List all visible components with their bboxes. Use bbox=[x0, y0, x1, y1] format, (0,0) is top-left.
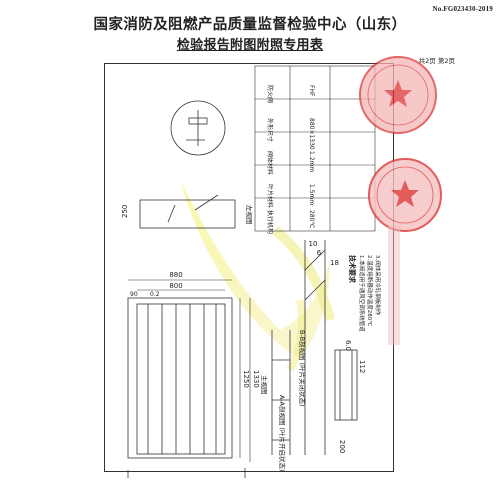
section-b-b bbox=[304, 240, 326, 455]
dim-width-880: 880 bbox=[169, 271, 182, 279]
spec-row-1-name: 防火阀 bbox=[266, 85, 274, 103]
detail-circle bbox=[170, 100, 226, 156]
dim-112: 112 bbox=[358, 360, 366, 373]
dim-10: 10 bbox=[309, 240, 318, 248]
spec-row-5-name: 执行机构 bbox=[266, 210, 274, 234]
section-a-a bbox=[271, 330, 291, 455]
dim-200: 200 bbox=[338, 440, 346, 453]
perforation-seal bbox=[388, 225, 400, 345]
dim-height-250: 250 bbox=[121, 205, 129, 218]
note-line-2: 2.温度熔断器动作温度280℃ bbox=[366, 255, 374, 326]
view-label-left: 左视图 bbox=[245, 205, 254, 225]
spec-row-3-name: 阀体材料 bbox=[266, 151, 274, 175]
watermark-logo bbox=[180, 180, 335, 372]
spec-table-rows: 防火阀 FHF 外形尺寸 880×1330 阀体材料 1.2mm 叶片材料 1.… bbox=[266, 85, 315, 234]
spec-row-3-value: 1.2mm bbox=[308, 151, 315, 172]
main-view-dimensions bbox=[128, 279, 251, 462]
page-count: 共2页 第2页 bbox=[418, 57, 455, 65]
view-label-main: 主视图 bbox=[260, 375, 269, 395]
dim-6: 6 bbox=[317, 249, 322, 257]
spec-row-5-value: 280℃ bbox=[308, 210, 315, 228]
report-number: No.FG023430-2019 bbox=[432, 5, 493, 13]
dim-height-1250: 1250 bbox=[242, 370, 250, 388]
spec-row-2-value: 880×1330 bbox=[308, 118, 315, 150]
dim-width-800: 800 bbox=[169, 282, 182, 290]
view-label-section-a-a: A-A剖视图 (叶片开启状态) bbox=[278, 395, 287, 472]
spec-row-2-name: 外形尺寸 bbox=[266, 118, 274, 142]
official-seal-upper bbox=[359, 56, 437, 134]
notes-title: 技术要求 bbox=[348, 255, 357, 284]
spec-row-4-value: 1.5mm bbox=[308, 184, 315, 205]
spec-row-4-name: 叶片材料 bbox=[266, 184, 274, 208]
note-line-3: 3.阀体采用冷轧钢板制作 bbox=[374, 255, 382, 316]
left-view bbox=[139, 194, 236, 229]
dim-width-90: 90 bbox=[130, 291, 138, 298]
official-seal-lower bbox=[368, 158, 442, 232]
document-title: 国家消防及阻燃产品质量监督检验中心（山东） bbox=[93, 17, 407, 33]
dim-6-0: 6.0 bbox=[344, 340, 352, 351]
dim-thickness-0-2: 0.2 bbox=[150, 291, 160, 298]
bottom-right-detail bbox=[334, 349, 358, 421]
main-view bbox=[127, 297, 246, 478]
dim-18: 18 bbox=[330, 259, 339, 267]
note-line-1: 1.本阀适用于通风空调系统管道 bbox=[358, 255, 366, 332]
dim-height-1330: 1330 bbox=[252, 370, 260, 388]
document-subtitle: 检验报告附图附照专用表 bbox=[176, 38, 324, 53]
spec-table bbox=[254, 65, 376, 232]
view-label-section-b-b: B-B剖视图 (叶片关闭状态) bbox=[298, 330, 307, 407]
spec-row-1-value: FHF bbox=[308, 85, 315, 97]
